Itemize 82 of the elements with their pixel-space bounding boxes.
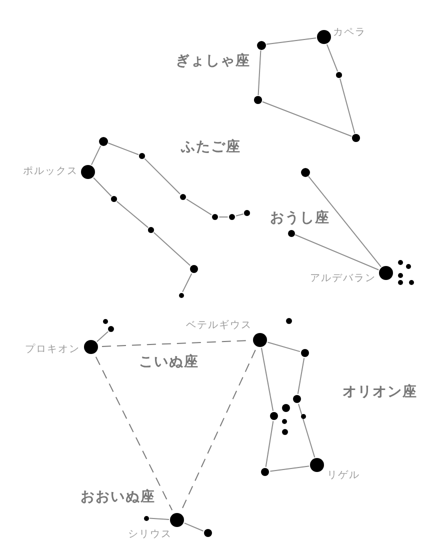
constellation-line	[108, 142, 139, 156]
constellation-line	[144, 158, 181, 195]
star-dot	[180, 194, 186, 200]
star-dot	[398, 280, 402, 284]
star-dot	[190, 264, 198, 274]
star-dot	[254, 96, 262, 104]
star-dot	[228, 214, 236, 220]
star-name: リゲル	[327, 470, 360, 482]
constellation-name: こいぬ座	[139, 354, 199, 370]
star-dot	[204, 528, 212, 538]
star-dot	[102, 318, 108, 324]
star-dot	[144, 516, 148, 520]
star-dot	[148, 227, 154, 233]
star-dot	[98, 136, 108, 146]
constellation-line	[294, 234, 380, 270]
star-dot	[352, 134, 360, 142]
constellation-line	[262, 101, 352, 137]
star-dot	[292, 394, 302, 404]
star-name: ポルックス	[23, 166, 78, 178]
constellation-line	[149, 518, 170, 520]
star-dot	[300, 414, 306, 418]
constellation-line	[265, 420, 274, 468]
constellation-line	[267, 342, 300, 352]
star-dot	[379, 266, 393, 280]
dashed-line	[95, 356, 173, 511]
constellation-line	[96, 331, 109, 342]
star-dot	[286, 318, 292, 324]
star-name: アルデバラン	[310, 273, 376, 285]
constellation-line	[153, 232, 191, 266]
star-name: プロキオン	[25, 344, 80, 356]
star-dot	[317, 30, 331, 44]
dashed-line	[181, 350, 256, 510]
star-dot	[282, 418, 286, 424]
star-dot	[310, 458, 324, 472]
star-name: カペラ	[333, 27, 366, 39]
constellation-line	[270, 466, 310, 472]
star-dot	[406, 264, 410, 268]
star-dot	[398, 272, 402, 278]
star-dot	[84, 340, 98, 354]
star-dot	[398, 260, 402, 264]
constellation-name: ぎょしゃ座	[176, 53, 250, 69]
star-name: ベテルギウス	[186, 320, 252, 332]
constellation-line	[340, 78, 356, 134]
star-dot	[282, 404, 290, 412]
constellation-line	[90, 145, 102, 166]
star-dot	[108, 326, 114, 332]
constellation-line	[186, 198, 212, 216]
star-dot	[282, 429, 288, 435]
constellation-line	[266, 38, 317, 45]
star-dot	[336, 72, 342, 78]
star-dot	[408, 280, 414, 284]
star-dot	[170, 513, 184, 527]
star-dot	[288, 230, 294, 236]
constellation-line	[182, 273, 192, 292]
star-dot	[260, 468, 270, 476]
constellation-line	[326, 44, 338, 72]
star-name: シリウス	[128, 529, 172, 541]
star-dot	[111, 196, 117, 202]
constellation-line	[298, 403, 316, 458]
constellation-line	[308, 176, 382, 268]
star-dot	[178, 292, 184, 298]
constellation-name: おおいぬ座	[80, 489, 156, 505]
star-dot	[253, 333, 267, 347]
star-dot	[212, 214, 218, 220]
constellation-name: ふたご座	[181, 139, 241, 155]
constellation-name: おうし座	[270, 210, 330, 226]
star-dot	[139, 153, 145, 159]
constellation-line	[184, 522, 204, 532]
constellation-line	[258, 50, 262, 96]
constellation-line	[218, 216, 228, 218]
star-dot	[300, 168, 310, 176]
star-dot	[244, 210, 250, 216]
star-dot	[81, 165, 95, 179]
constellation-line	[236, 213, 244, 216]
constellation-name: オリオン座	[342, 384, 418, 400]
constellation-line	[116, 200, 149, 228]
constellation-line	[93, 177, 112, 197]
star-dot	[256, 40, 266, 50]
star-dot	[270, 412, 278, 420]
constellation-line	[297, 358, 305, 394]
star-dot	[300, 348, 310, 358]
constellation-line	[260, 347, 274, 412]
